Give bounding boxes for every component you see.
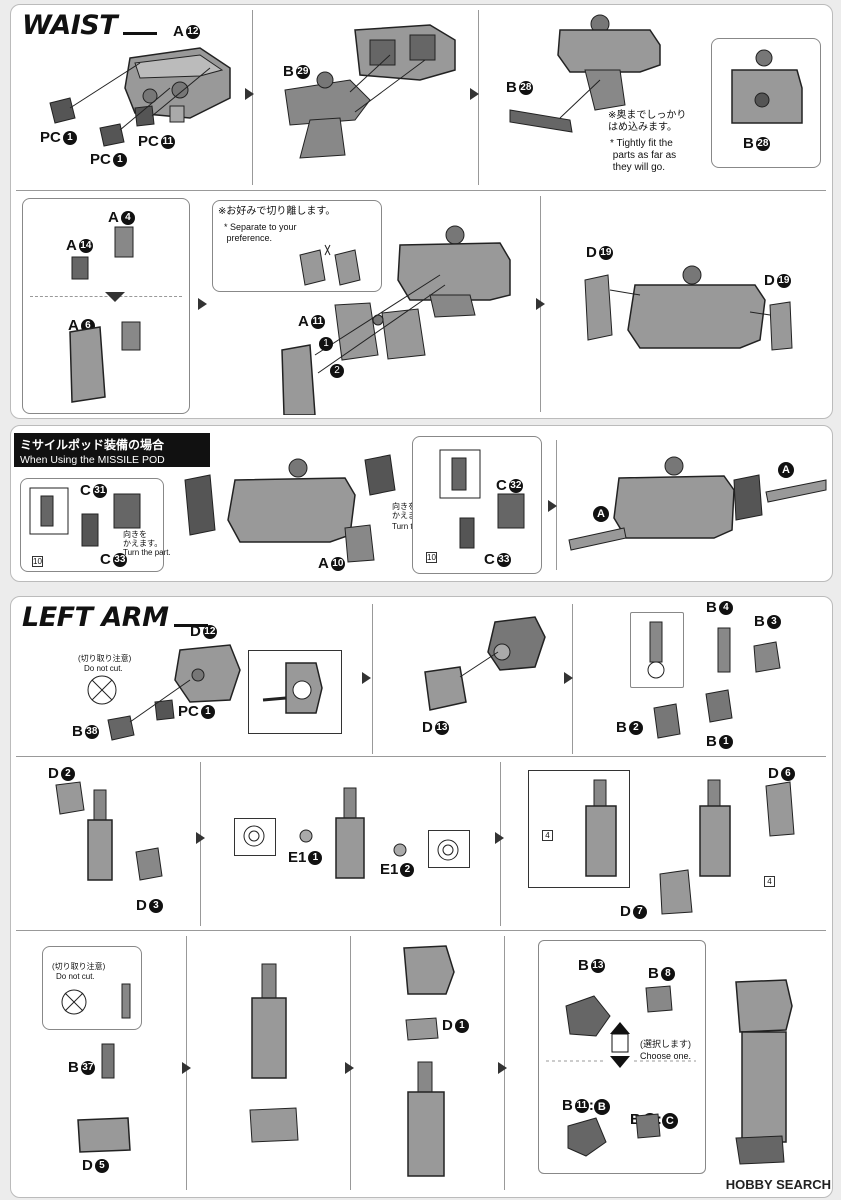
choose-jp: (選択します) bbox=[640, 1039, 691, 1049]
arm-step8-parts bbox=[61, 983, 131, 1153]
choose-en: Choose one. bbox=[640, 1051, 692, 1061]
step-arrow bbox=[536, 298, 545, 310]
step-arrow bbox=[495, 832, 504, 844]
left-arm-title: LEFT ARM bbox=[22, 602, 209, 633]
waist-step4-part bbox=[731, 49, 803, 124]
waist-front-part-a12 bbox=[49, 47, 231, 147]
turn-note-jp-a: 向きを かえます。 bbox=[123, 530, 163, 548]
arm-step5-parts bbox=[55, 781, 163, 881]
waist-step3-assembly bbox=[509, 14, 661, 133]
step-arrow bbox=[345, 1062, 354, 1074]
missile-pod-header: ミサイルポッド装備の場合 When Using the MISSILE POD bbox=[14, 433, 210, 467]
missile-pod-final-assembly bbox=[568, 456, 827, 551]
step-arrow bbox=[362, 672, 371, 684]
ref-marker-arm-b: 4 bbox=[762, 876, 775, 887]
step-arrow bbox=[182, 1062, 191, 1074]
step-arrow bbox=[198, 298, 207, 310]
ref-marker-b: 10 bbox=[426, 552, 437, 563]
ref-marker-a: 10 bbox=[32, 556, 43, 567]
waist-step6-assembly bbox=[281, 225, 511, 415]
step-marker-2: 2 bbox=[330, 364, 344, 378]
waist-step5-detail bbox=[22, 198, 190, 414]
separate-note-en: * Separate to your preference. bbox=[224, 222, 297, 243]
runner-a-right: A bbox=[778, 462, 794, 478]
waist-step5-parts bbox=[69, 226, 141, 403]
arm-step11-parts bbox=[546, 979, 793, 1165]
step-arrow bbox=[245, 88, 254, 100]
tight-fit-note-en: * Tightly fit the parts as far as they w… bbox=[610, 138, 677, 173]
caution-jp-2: (切り取り注意) bbox=[52, 962, 106, 971]
runner-a-left: A bbox=[593, 506, 609, 522]
arm-step6-parts bbox=[243, 787, 459, 879]
hobby-search-watermark: HOBBY SEARCH bbox=[725, 1177, 831, 1192]
step-arrow bbox=[196, 832, 205, 844]
waist-title: WAIST bbox=[22, 10, 158, 41]
turn-note-jp-b: 向きを かえます。 bbox=[392, 502, 431, 520]
arm-step9-assembly bbox=[249, 963, 299, 1143]
caution-en-2: Do not cut. bbox=[56, 972, 95, 981]
separate-note-jp: ※お好みで切り離します。 bbox=[218, 206, 336, 217]
ref-marker-arm-a: 4 bbox=[540, 830, 553, 841]
arm-step1-parts bbox=[87, 644, 241, 741]
waist-step2-assembly bbox=[284, 24, 456, 159]
step-marker-1: 1 bbox=[319, 337, 333, 351]
arm-step3-parts bbox=[424, 616, 546, 711]
step-arrow bbox=[470, 88, 479, 100]
arm-step10-assembly bbox=[403, 945, 455, 1177]
missile-pod-center-assembly bbox=[184, 454, 396, 563]
caution-jp-1: (切り取り注意) bbox=[78, 654, 132, 663]
waist-step7-assembly bbox=[584, 265, 793, 351]
arm-step7-parts bbox=[585, 779, 795, 915]
caution-en-1: Do not cut. bbox=[84, 664, 123, 673]
arm-step4-parts bbox=[647, 621, 781, 739]
step-arrow bbox=[498, 1062, 507, 1074]
tight-fit-note-jp: ※奥までしっかり はめ込みます。 bbox=[608, 110, 687, 133]
step-arrow bbox=[548, 500, 557, 512]
missile-pod-right-parts bbox=[439, 449, 525, 549]
arm-step2-part bbox=[262, 662, 323, 714]
step-arrow bbox=[564, 672, 573, 684]
turn-note-en-a: Turn the part. bbox=[123, 548, 171, 557]
missile-pod-left-parts bbox=[29, 487, 141, 547]
